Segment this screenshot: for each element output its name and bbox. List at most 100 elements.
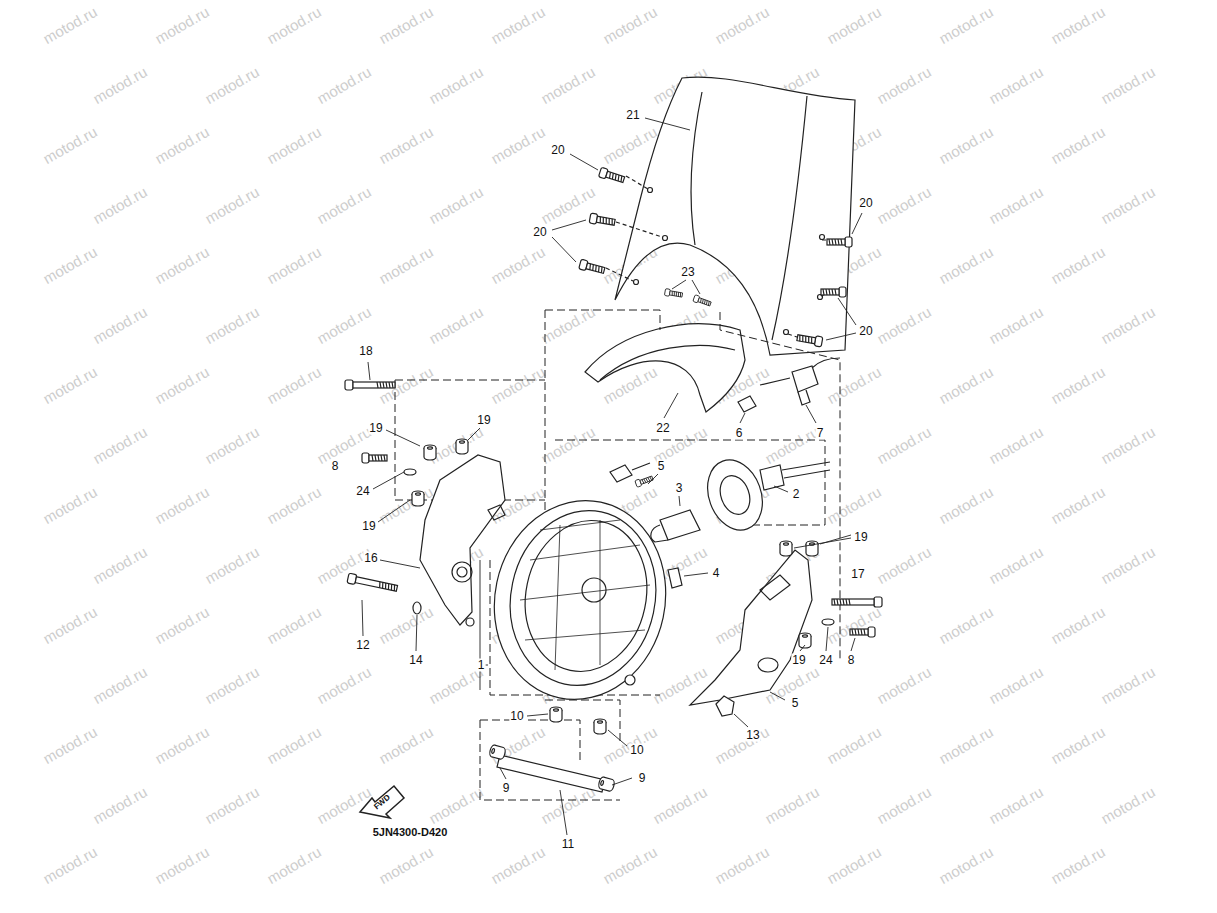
- watermark: motod.ru: [1098, 663, 1158, 707]
- watermark: motod.ru: [650, 783, 710, 827]
- watermark: motod.ru: [824, 723, 884, 767]
- watermark: motod.ru: [538, 423, 598, 467]
- watermark: motod.ru: [1098, 183, 1158, 227]
- watermark: motod.ru: [152, 843, 212, 887]
- watermark: motod.ru: [202, 783, 262, 827]
- callout-number: 24: [355, 485, 370, 498]
- watermark: motod.ru: [202, 663, 262, 707]
- watermark: motod.ru: [40, 723, 100, 767]
- callout-number: 20: [858, 325, 873, 338]
- watermark: motod.ru: [488, 363, 548, 407]
- watermark: motod.ru: [874, 423, 934, 467]
- watermark: motod.ru: [986, 663, 1046, 707]
- watermark: motod.ru: [824, 3, 884, 47]
- callout-number: 5: [657, 460, 666, 473]
- callout-number: 6: [735, 427, 744, 440]
- watermark: motod.ru: [986, 423, 1046, 467]
- watermark: motod.ru: [152, 123, 212, 167]
- watermark: motod.ru: [874, 663, 934, 707]
- watermark: motod.ru: [376, 243, 436, 287]
- callout-number: 19: [368, 422, 383, 435]
- watermark: motod.ru: [1098, 783, 1158, 827]
- watermark: motod.ru: [314, 303, 374, 347]
- callout-number: 13: [745, 729, 760, 742]
- watermark: motod.ru: [90, 423, 150, 467]
- watermark: motod.ru: [314, 63, 374, 107]
- watermark: motod.ru: [936, 363, 996, 407]
- watermark: motod.ru: [152, 483, 212, 527]
- watermark: motod.ru: [538, 63, 598, 107]
- watermark: motod.ru: [152, 603, 212, 647]
- watermark: motod.ru: [376, 123, 436, 167]
- watermark: motod.ru: [1048, 603, 1108, 647]
- watermark: motod.ru: [538, 303, 598, 347]
- watermark: motod.ru: [376, 843, 436, 887]
- watermark: motod.ru: [936, 603, 996, 647]
- callout-number: 20: [858, 197, 873, 210]
- watermark: motod.ru: [40, 483, 100, 527]
- watermark: motod.ru: [376, 3, 436, 47]
- watermark: motod.ru: [936, 843, 996, 887]
- watermark: motod.ru: [40, 603, 100, 647]
- watermark: motod.ru: [40, 123, 100, 167]
- watermark: motod.ru: [152, 3, 212, 47]
- watermark: motod.ru: [874, 783, 934, 827]
- watermark: motod.ru: [712, 3, 772, 47]
- watermark: motod.ru: [264, 243, 324, 287]
- watermark: motod.ru: [936, 483, 996, 527]
- watermark: motod.ru: [986, 183, 1046, 227]
- forward-arrow-text: FWD: [370, 791, 394, 814]
- watermark: motod.ru: [824, 843, 884, 887]
- watermark: motod.ru: [1098, 63, 1158, 107]
- watermark: motod.ru: [986, 303, 1046, 347]
- callout-number: 16: [363, 552, 378, 565]
- watermark: motod.ru: [1098, 543, 1158, 587]
- watermark: motod.ru: [488, 843, 548, 887]
- watermark: motod.ru: [152, 723, 212, 767]
- watermark: motod.ru: [874, 183, 934, 227]
- callout-number: 8: [847, 654, 856, 667]
- callout-number: 17: [850, 568, 865, 581]
- callout-number: 2: [792, 488, 801, 501]
- watermark: motod.ru: [426, 183, 486, 227]
- watermark: motod.ru: [1048, 483, 1108, 527]
- watermark: motod.ru: [264, 483, 324, 527]
- watermark: motod.ru: [264, 123, 324, 167]
- watermark: motod.ru: [90, 663, 150, 707]
- watermark: motod.ru: [712, 843, 772, 887]
- watermark: motod.ru: [90, 63, 150, 107]
- watermark: motod.ru: [264, 363, 324, 407]
- watermark: motod.ru: [40, 3, 100, 47]
- watermark: motod.ru: [90, 303, 150, 347]
- callout-number: 19: [476, 414, 491, 427]
- watermark: motod.ru: [762, 783, 822, 827]
- watermark: motod.ru: [264, 843, 324, 887]
- watermark: motod.ru: [1048, 123, 1108, 167]
- callout-number: 11: [561, 838, 575, 851]
- callout-number: 23: [680, 266, 695, 279]
- callout-number: 5: [791, 697, 800, 710]
- watermark: motod.ru: [986, 543, 1046, 587]
- watermark: motod.ru: [712, 723, 772, 767]
- watermark: motod.ru: [1048, 243, 1108, 287]
- callout-number: 21: [625, 109, 640, 122]
- watermark: motod.ru: [824, 483, 884, 527]
- watermark: motod.ru: [488, 123, 548, 167]
- watermark: motod.ru: [426, 303, 486, 347]
- callout-number: 19: [361, 520, 376, 533]
- watermark: motod.ru: [40, 363, 100, 407]
- watermark: motod.ru: [202, 423, 262, 467]
- watermark: motod.ru: [1048, 363, 1108, 407]
- watermark: motod.ru: [264, 3, 324, 47]
- watermark: motod.ru: [874, 303, 934, 347]
- watermark: motod.ru: [90, 543, 150, 587]
- callout-number: 19: [853, 531, 868, 544]
- watermark: motod.ru: [986, 783, 1046, 827]
- callout-number: 1: [477, 659, 486, 672]
- watermark: motod.ru: [874, 543, 934, 587]
- callout-number: 14: [408, 654, 423, 667]
- callout-number: 7: [816, 427, 825, 440]
